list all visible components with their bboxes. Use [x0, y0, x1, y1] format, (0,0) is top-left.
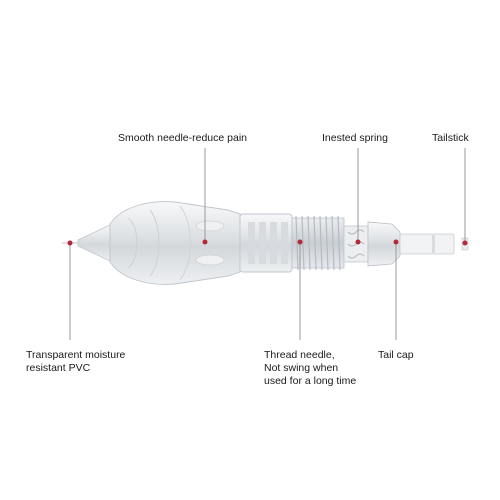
callout-markers: [67, 239, 468, 246]
marker-tail-cap: [393, 239, 399, 245]
marker-tailstick: [462, 240, 468, 246]
callout-leaders: [69, 148, 466, 340]
marker-nested-spring: [355, 239, 361, 245]
marker-pvc: [67, 240, 73, 246]
callout-tailstick: Tailstick: [432, 132, 469, 144]
callout-nested-spring: Inested spring: [322, 132, 388, 144]
front-body: [109, 201, 241, 285]
callout-tail-cap: Tail cap: [378, 349, 414, 361]
grip-section: [239, 213, 293, 273]
spring-section: [343, 225, 369, 263]
marker-smooth-needle: [202, 239, 208, 245]
callout-pvc: Transparent moisture resistant PVC: [26, 349, 126, 374]
callout-thread-needle: Thread needle, Not swing when used for a…: [264, 349, 357, 387]
callout-smooth-needle: Smooth needle-reduce pain: [118, 132, 248, 144]
tail-cap: [367, 221, 401, 267]
tailstick: [399, 233, 469, 255]
marker-thread-needle: [297, 239, 303, 245]
